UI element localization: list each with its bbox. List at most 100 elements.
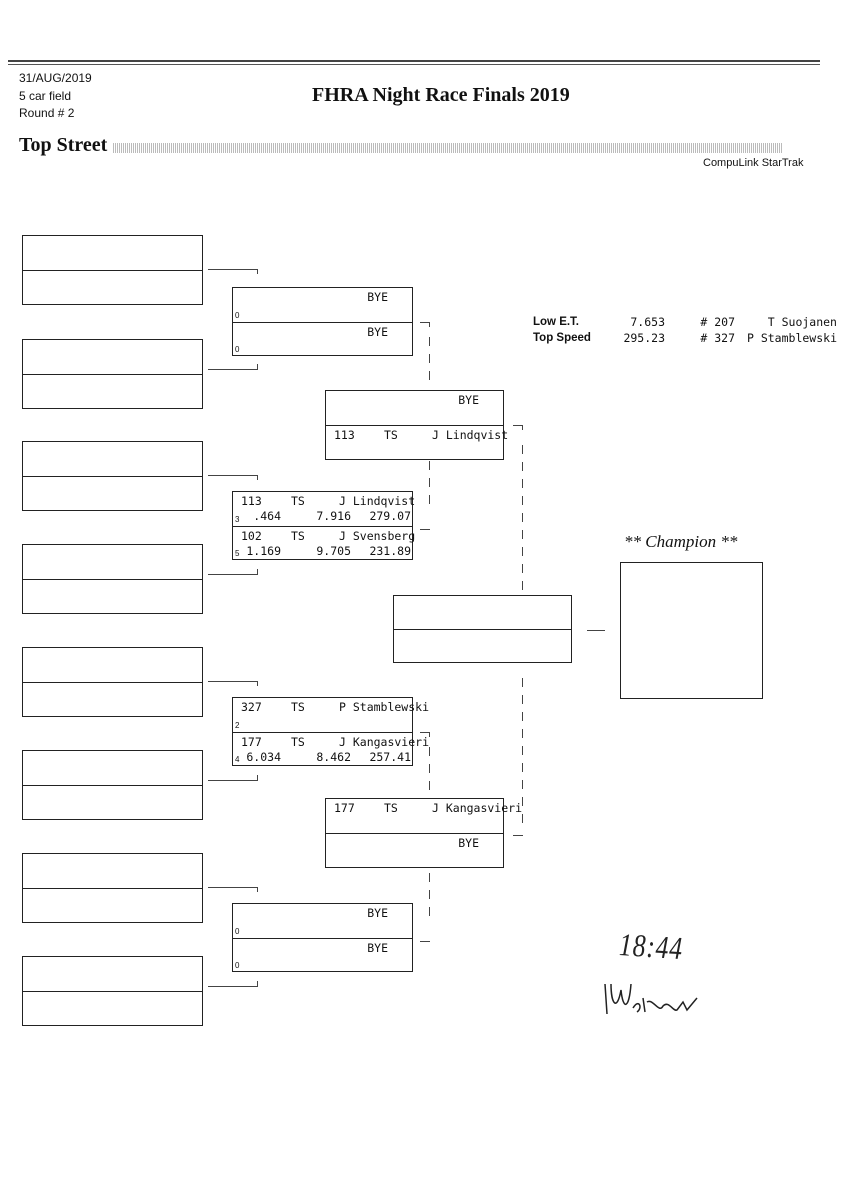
lane-top	[23, 236, 202, 270]
lane-bottom	[23, 476, 202, 511]
racer-driver: J Kangasvieri	[432, 801, 523, 815]
bracket-connector	[522, 564, 523, 573]
bracket-connector	[522, 695, 523, 704]
top-rule	[8, 60, 820, 62]
seed-number: 0	[235, 310, 240, 320]
racer-mph: 231.89	[369, 543, 411, 558]
champion-box	[620, 562, 763, 699]
lane-top	[23, 545, 202, 579]
racer-driver: J Lindqvist	[339, 494, 416, 508]
bracket-connector	[522, 425, 523, 430]
bracket-connector	[420, 529, 430, 530]
bracket-connector	[429, 890, 430, 899]
bracket-connector	[429, 873, 430, 882]
round1-box	[22, 750, 203, 820]
lane-line1: BYE	[367, 906, 388, 920]
bracket-connector	[522, 496, 523, 505]
seed-number: 2	[235, 720, 240, 730]
round-number: Round # 2	[19, 106, 75, 120]
record-label: Low E.T.	[533, 316, 579, 328]
racer-car: 113	[334, 428, 355, 442]
bracket-connector	[429, 371, 430, 380]
lane-top	[23, 751, 202, 785]
racer-driver: J Kangasvieri	[339, 734, 430, 749]
racer-rt: 1.169	[246, 543, 281, 558]
seed-number: 3	[235, 514, 240, 524]
bracket-connector	[208, 681, 258, 682]
record-driver: P Stamblewski	[746, 331, 837, 345]
bracket-connector	[522, 445, 523, 454]
software-name: CompuLink StarTrak	[703, 157, 804, 169]
lane-top: BYE	[326, 391, 503, 425]
bracket-connector	[429, 461, 430, 470]
racer-et: 8.462	[316, 749, 351, 764]
round1-box	[22, 853, 203, 923]
racer-driver: J Lindqvist	[432, 428, 509, 442]
class-name: Top Street	[19, 134, 108, 156]
bracket-connector	[420, 732, 430, 733]
seed-number: 4	[235, 755, 240, 764]
racer-et: 7.916	[316, 509, 351, 523]
lane-line1: 113 TS J Lindqvist	[241, 494, 415, 508]
racer-mph: 279.07	[369, 509, 411, 523]
racer-cls: TS	[291, 528, 305, 543]
lane-top	[23, 957, 202, 991]
record-driver: T Suojanen	[767, 315, 837, 329]
champion-label: ** Champion **	[624, 532, 738, 551]
racer-car: 177	[334, 801, 355, 815]
bracket-connector	[208, 269, 258, 270]
shaded-bar	[113, 143, 783, 153]
bracket-connector	[522, 814, 523, 823]
bracket-connector	[420, 941, 430, 942]
lane-line1: BYE	[458, 836, 479, 850]
bracket-connector	[522, 513, 523, 522]
racer-cls: TS	[291, 494, 305, 508]
racer-driver: P Stamblewski	[339, 700, 430, 714]
lane-bottom	[394, 629, 571, 663]
record-car: # 327	[700, 331, 735, 345]
bracket-connector	[429, 907, 430, 916]
lane-top	[23, 648, 202, 682]
bracket-connector	[513, 835, 523, 836]
bracket-connector	[208, 780, 258, 781]
bracket-connector	[257, 775, 258, 780]
lane-line2	[241, 715, 406, 729]
bracket-connector	[208, 574, 258, 575]
round1-box	[22, 441, 203, 511]
seed-number: 0	[235, 961, 240, 970]
bracket-connector	[257, 887, 258, 892]
bracket-connector	[522, 678, 523, 687]
racer-mph: 257.41	[369, 749, 411, 764]
bracket-connector	[257, 269, 258, 274]
bracket-connector	[257, 364, 258, 369]
lane-line1: BYE	[458, 393, 479, 407]
racer-car: 113	[241, 494, 262, 508]
record-value: 7.653	[630, 315, 665, 329]
seed-number: 0	[235, 345, 240, 354]
bracket-connector	[257, 569, 258, 574]
lane-bottom	[23, 682, 202, 717]
bracket-connector	[522, 581, 523, 590]
lane-bottom	[23, 888, 202, 923]
bracket-connector	[522, 462, 523, 471]
handwritten-signature	[604, 983, 698, 1015]
bracket-connector	[522, 746, 523, 755]
seed-number: 5	[235, 549, 240, 558]
racer-driver: J Svensberg	[339, 528, 416, 543]
